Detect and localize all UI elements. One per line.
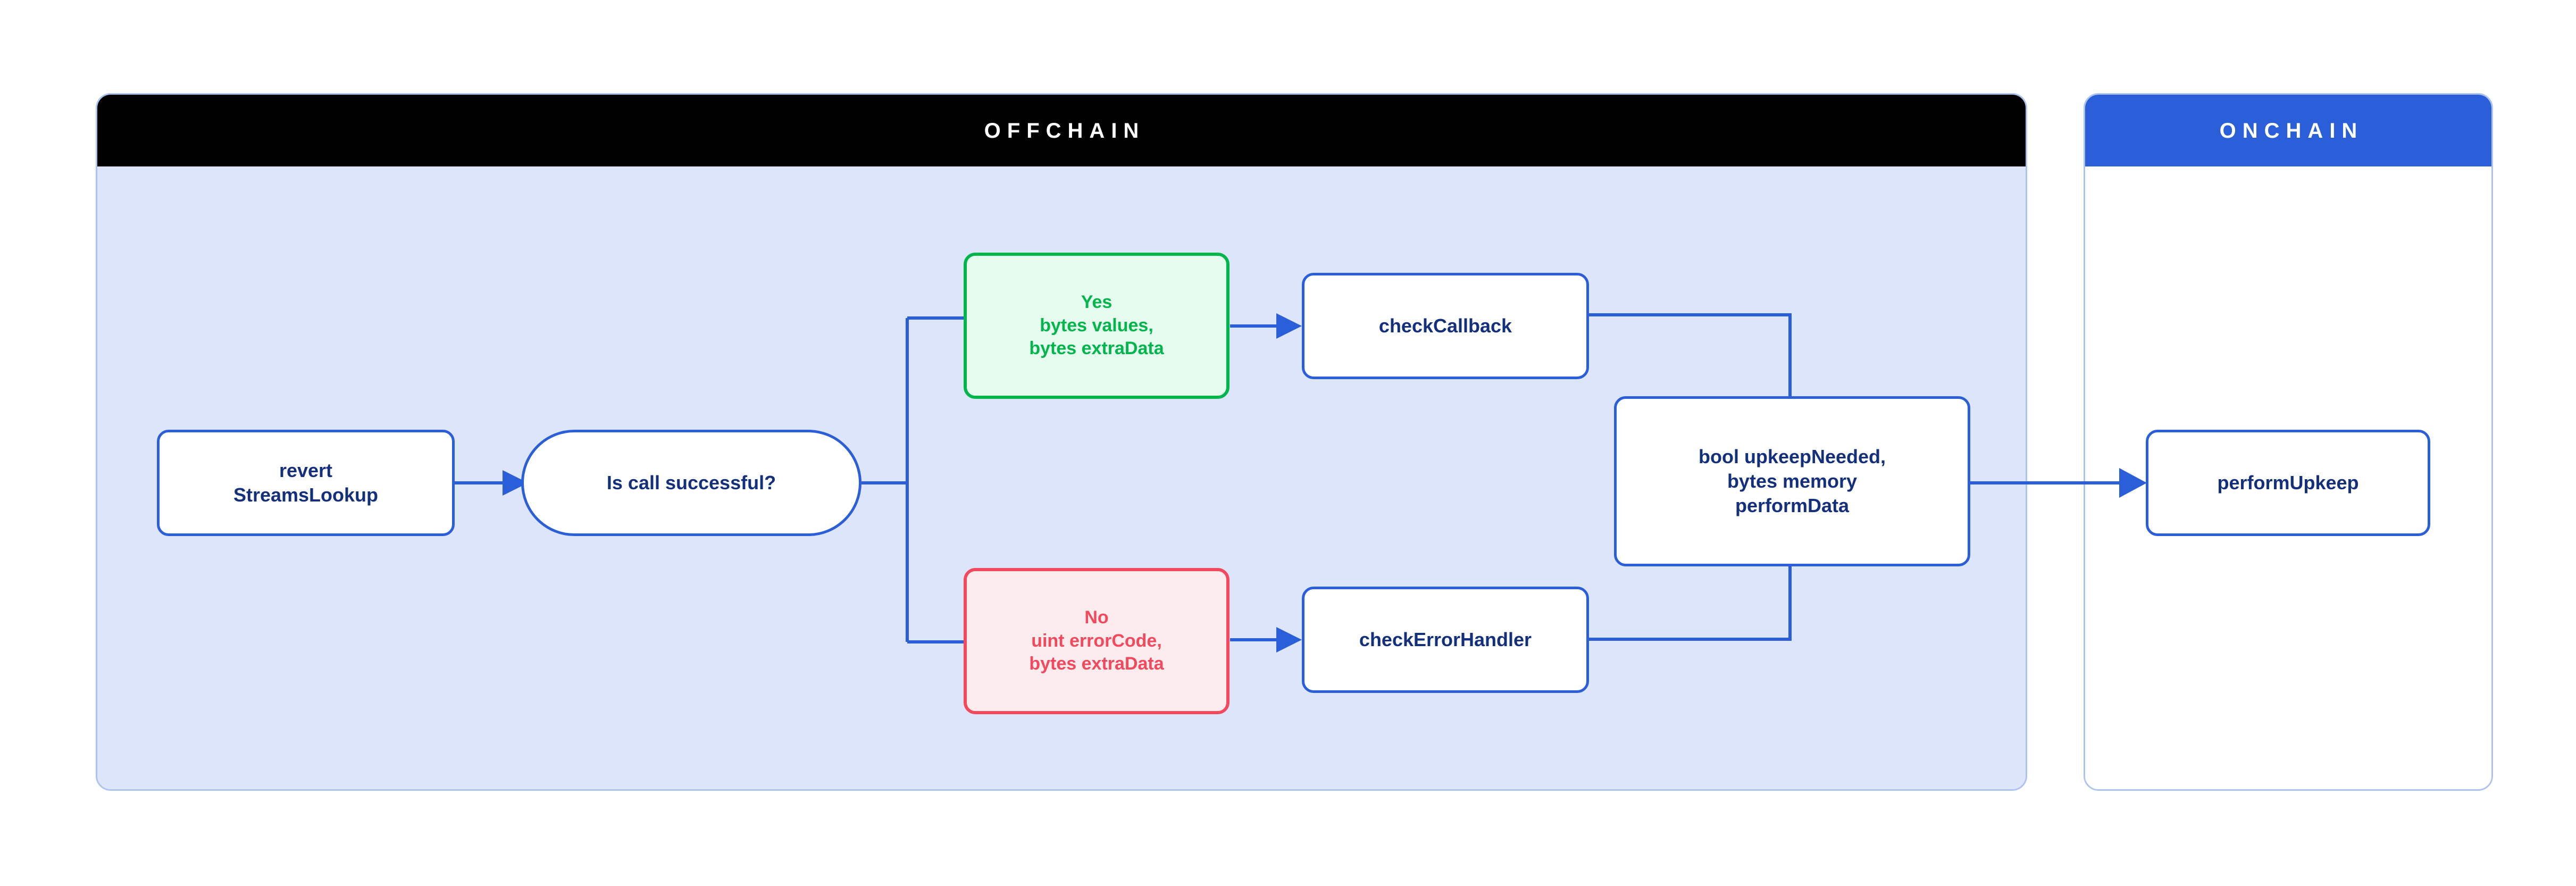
node-checkcallback[interactable]: checkCallback [1302, 273, 1589, 379]
node-yes-branch[interactable]: Yes bytes values, bytes extraData [964, 253, 1230, 399]
offchain-panel-header: OFFCHAIN [97, 95, 2026, 166]
node-checkerrorhandler-label: checkErrorHandler [1359, 628, 1532, 650]
onchain-panel-title: ONCHAIN [2219, 119, 2364, 143]
node-is-call-successful[interactable]: Is call successful? [521, 430, 862, 536]
node-performupkeep-label: performUpkeep [2217, 471, 2359, 494]
node-yes-branch-label: Yes bytes values, bytes extraData [1029, 292, 1164, 359]
node-revert-streamslookup-label: revert StreamsLookup [233, 459, 379, 506]
node-checkerrorhandler[interactable]: checkErrorHandler [1302, 587, 1589, 693]
node-upkeepneeded-performdata[interactable]: bool upkeepNeeded, bytes memory performD… [1614, 396, 1970, 566]
node-no-branch-label: No uint errorCode, bytes extraData [1029, 607, 1164, 674]
node-revert-streamslookup[interactable]: revert StreamsLookup [157, 430, 455, 536]
onchain-panel-header: ONCHAIN [2085, 95, 2491, 166]
node-performupkeep[interactable]: performUpkeep [2146, 430, 2430, 536]
node-is-call-successful-label: Is call successful? [606, 471, 776, 494]
offchain-panel-title: OFFCHAIN [984, 119, 1145, 143]
node-checkcallback-label: checkCallback [1378, 314, 1512, 337]
node-no-branch[interactable]: No uint errorCode, bytes extraData [964, 568, 1230, 714]
node-upkeepneeded-performdata-label: bool upkeepNeeded, bytes memory performD… [1698, 445, 1886, 517]
